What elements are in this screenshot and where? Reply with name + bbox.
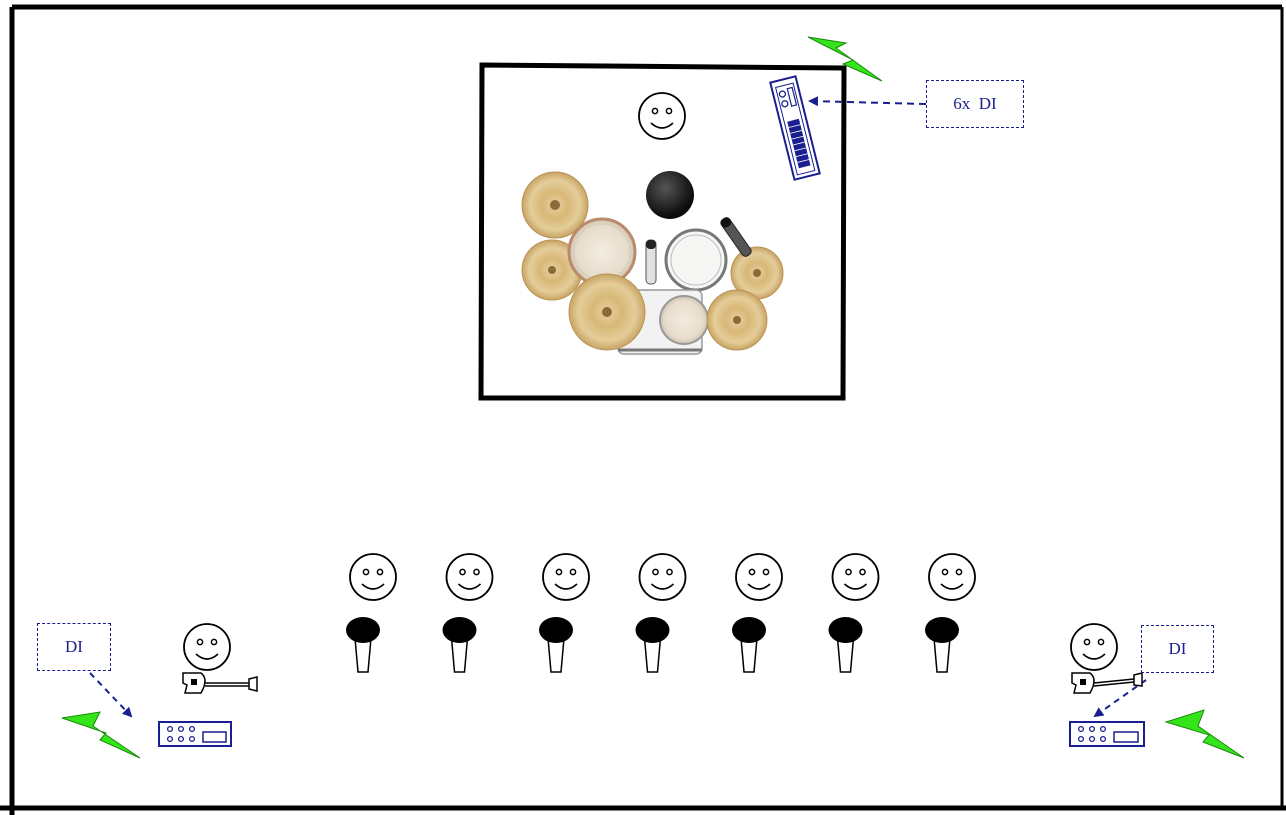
right-di-label: DI: [1141, 625, 1214, 673]
stage-outline: [0, 4, 1286, 815]
guitar-icon: [1071, 672, 1143, 694]
smiley-face-icon: [349, 553, 397, 601]
snare-drum: [664, 228, 728, 292]
left-di-label: DI: [37, 623, 111, 671]
drum-mic-right: [720, 217, 752, 257]
smiley-face-icon: [183, 623, 231, 671]
vocal-mic-row: [346, 617, 959, 673]
vocal-mic-icon: [925, 617, 959, 673]
lightning-bolt-icon: [61, 711, 141, 759]
drum-kit-icon: [521, 171, 784, 355]
smiley-face-icon: [542, 553, 590, 601]
left-guitarist: [182, 623, 258, 694]
vocal-mic-icon: [635, 617, 670, 673]
smiley-face-icon: [928, 553, 976, 601]
singer-row: [349, 553, 976, 601]
crash-cymbal-right: [706, 289, 768, 351]
stagebox-rack-icon: [769, 75, 821, 181]
right-guitarist: [1070, 623, 1143, 694]
vocal-mic-icon: [539, 617, 573, 673]
vocal-mic-icon: [442, 617, 477, 673]
di-box-icon: [158, 721, 232, 747]
lightning-bolt-icon: [807, 36, 883, 82]
splash-cymbal: [730, 246, 784, 300]
smiley-face-icon: [735, 553, 783, 601]
drummer-face-icon: [638, 92, 686, 140]
left-di-arrow: [89, 672, 133, 718]
smiley-face-icon: [445, 553, 494, 601]
drum-di-arrow: [808, 96, 927, 107]
vocal-mic-icon: [346, 617, 380, 673]
drum-mic-center: [645, 239, 657, 285]
crash-cymbal-left: [521, 171, 589, 239]
lightning-bolt-icon: [1164, 709, 1245, 759]
di-box-icon: [1069, 721, 1145, 747]
vocal-mic-icon: [828, 617, 863, 673]
ride-cymbal: [568, 273, 646, 351]
vocal-mic-icon: [732, 617, 766, 673]
drum-throne: [646, 171, 694, 219]
drum-di-label: 6x DI: [926, 80, 1024, 128]
guitar-icon: [182, 672, 258, 694]
floor-tom: [659, 295, 709, 345]
drum-riser: [478, 62, 847, 401]
smiley-face-icon: [1070, 623, 1118, 671]
smiley-face-icon: [831, 553, 880, 601]
smiley-face-icon: [638, 553, 687, 601]
